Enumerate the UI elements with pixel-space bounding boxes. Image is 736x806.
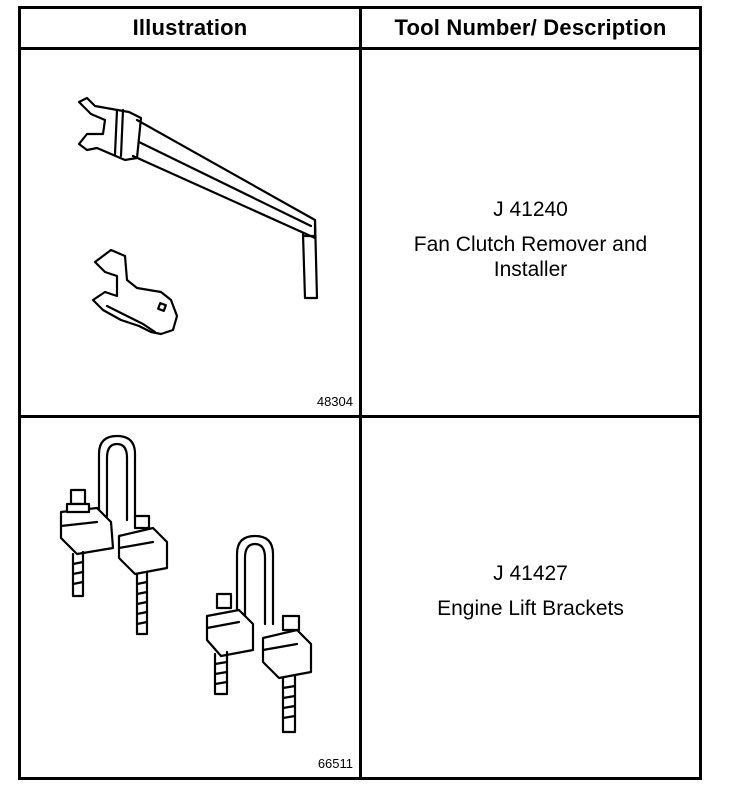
description-line: Fan Clutch Remover and (413, 233, 648, 256)
row-1-illustration-cell: 48304 (21, 50, 359, 415)
description-line: Engine Lift Brackets (437, 597, 624, 620)
wrench-icon (77, 96, 319, 336)
row-2-description: J 41427 Engine Lift Brackets (362, 561, 699, 621)
tool-table: Illustration Tool Number/ Description (18, 6, 702, 780)
header-tool-description: Tool Number/ Description (394, 15, 667, 40)
description-line: Installer (493, 258, 568, 281)
figure-number: 48304 (316, 394, 353, 409)
tool-number: J 41240 (493, 198, 568, 221)
header-illustration: Illustration (132, 15, 248, 40)
header-divider (21, 47, 699, 50)
row-2-illustration-cell: 66511 (21, 418, 359, 777)
row-1-description: J 41240 Fan Clutch Remover and Installer (362, 197, 699, 282)
row-divider (21, 415, 699, 418)
figure-number: 66511 (317, 756, 353, 771)
column-divider (359, 9, 362, 777)
tool-number: J 41427 (493, 562, 568, 585)
lift-bracket-icon (59, 434, 313, 734)
